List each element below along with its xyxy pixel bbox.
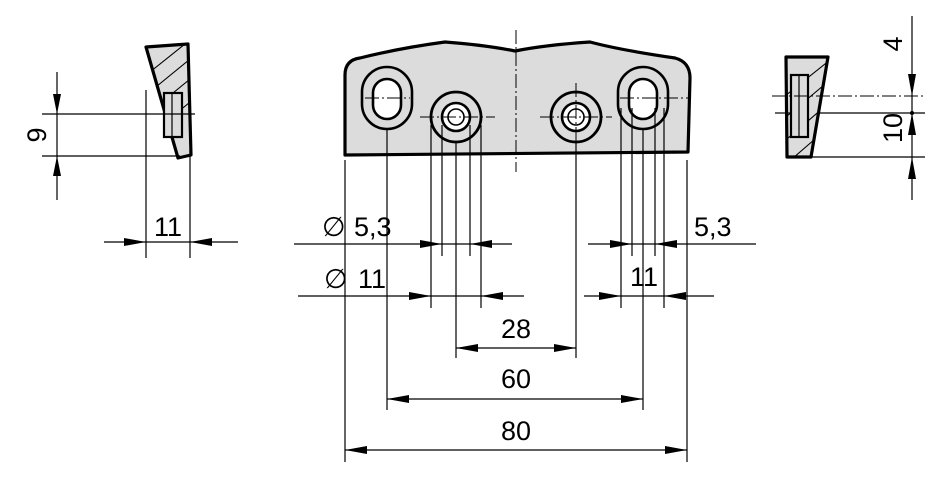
dimension-slot-spacing: 60 [387,364,643,403]
left-side-view [42,42,195,258]
right-height-label: 10 [878,113,908,143]
left-height-label: 9 [22,127,52,142]
right-side-view [772,55,925,159]
left-width-label: 11 [154,212,182,242]
slot-spacing-label: 60 [501,364,531,394]
hole-diameter-prefix: ∅ [322,212,346,242]
dimension-right-slot-width: 5,3 [588,212,756,248]
hole-diameter-label: 5,3 [354,212,392,242]
counterbore-diameter-label: 11 [358,264,386,294]
right-slot-width-label: 5,3 [694,212,732,242]
dimension-right-vertical: 4 10 [878,16,916,200]
dimension-counterbore-diameter: ∅ 11 [298,264,524,300]
dimension-hole-spacing: 28 [456,314,576,352]
dimension-overall-width: 80 [345,416,687,454]
right-top-label: 4 [878,36,908,51]
dimension-hole-diameter: ∅ 5,3 [294,212,512,248]
dimension-left-width: 11 [104,212,238,246]
overall-width-label: 80 [501,416,531,446]
dimension-right-slot-outer: 11 [584,262,714,300]
counterbore-diameter-prefix: ∅ [324,264,348,294]
right-slot-outer-label: 11 [630,262,658,292]
dimension-left-height: 9 [22,72,61,200]
hole-spacing-label: 28 [501,314,531,344]
front-view [343,30,692,462]
